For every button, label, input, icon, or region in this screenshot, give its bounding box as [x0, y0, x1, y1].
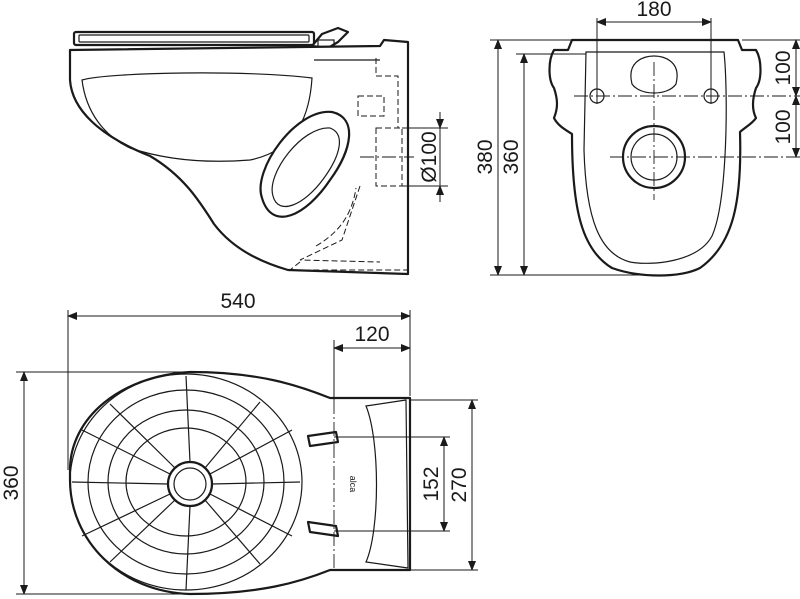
diameter-dimension: Ø100: [402, 112, 448, 202]
front-inner: [583, 51, 727, 264]
hole-spacing-label: 180: [636, 0, 671, 21]
seat-lid: [72, 26, 350, 50]
height-outer-label: 380: [474, 139, 497, 174]
brand-mark: alca: [348, 476, 358, 493]
fixing-bolts: [306, 430, 340, 538]
side-view: Ø100: [68, 26, 448, 276]
hole-to-rim-label: 100: [772, 50, 795, 85]
top-view: alca 540 120 360 152 270: [0, 290, 478, 596]
back-plate: [365, 399, 409, 569]
height-inner-label: 360: [500, 139, 523, 174]
diameter-label: Ø100: [418, 131, 441, 182]
fixing-offset-label: 120: [354, 323, 389, 346]
front-view: 180 380 360 100 100: [474, 0, 800, 277]
hole-to-outlet-label: 100: [772, 109, 795, 144]
length-label: 540: [220, 290, 255, 313]
bowl-body: [68, 38, 410, 276]
drain-hole: [166, 460, 214, 508]
fixing-spacing-label: 152: [420, 466, 443, 501]
back-width-label: 270: [448, 467, 471, 502]
side-hidden-lines: [288, 58, 408, 271]
width-label: 360: [0, 465, 23, 500]
outlet-oval: [259, 110, 351, 218]
grid-ribs: [71, 375, 301, 591]
